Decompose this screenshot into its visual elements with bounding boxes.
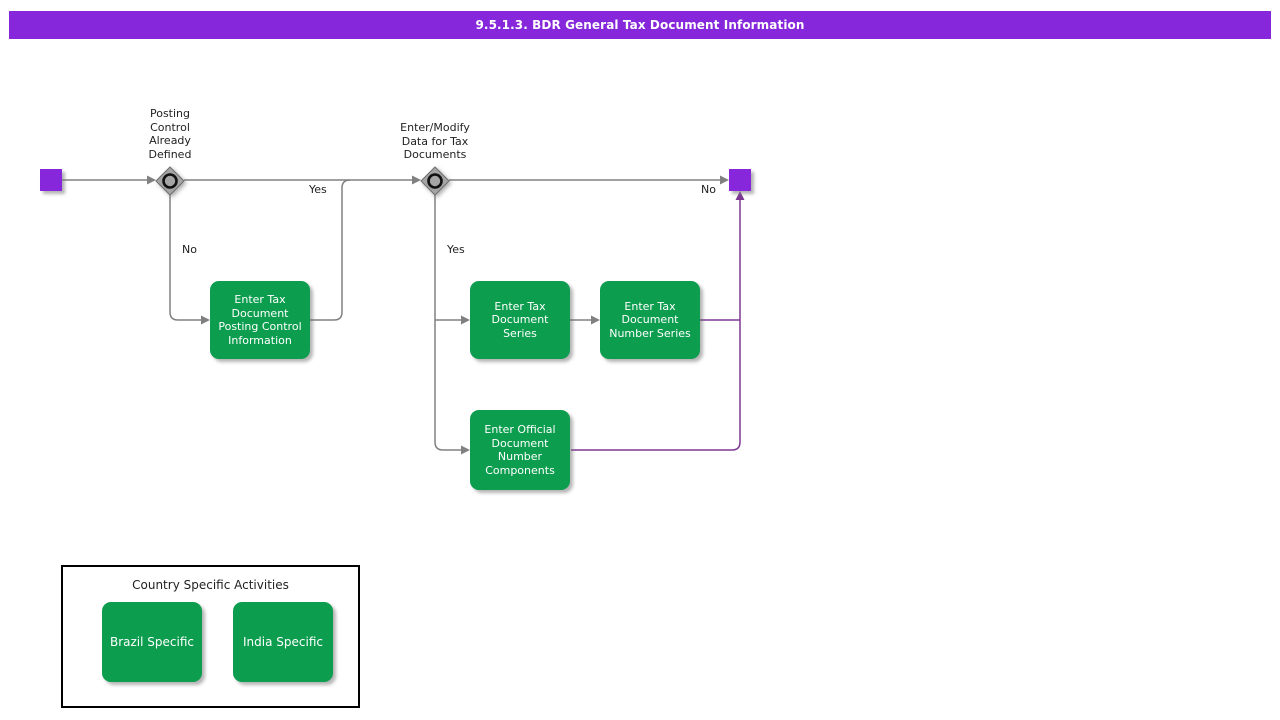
page-title: 9.5.1.3. BDR General Tax Document Inform… xyxy=(475,18,805,32)
decision1-label: Posting Control Already Defined xyxy=(148,107,192,161)
arrowhead-decision2 xyxy=(412,175,421,185)
arrowhead-end-up xyxy=(735,191,745,200)
activity-tax-doc-series[interactable]: Enter Tax Document Series xyxy=(470,281,570,359)
activity-posting-control[interactable]: Enter Tax Document Posting Control Infor… xyxy=(210,281,310,359)
edge-posting-control-merge xyxy=(310,179,351,321)
decision-gateway-enter-modify xyxy=(420,166,450,196)
arrowhead-posting-control xyxy=(201,315,210,325)
edge-no-to-posting-control xyxy=(169,195,201,321)
edge-official-doc-to-end xyxy=(571,200,741,451)
activity-india-specific[interactable]: India Specific xyxy=(233,602,333,682)
arrowhead-end-square xyxy=(720,175,729,185)
country-specific-panel: Country Specific Activities Brazil Speci… xyxy=(61,565,360,708)
start-node xyxy=(40,169,62,191)
decision2-yes-label: Yes xyxy=(447,243,465,256)
decision2-label: Enter/Modify Data for Tax Documents xyxy=(400,121,470,161)
country-panel-title: Country Specific Activities xyxy=(132,578,289,592)
activity-brazil-specific[interactable]: Brazil Specific xyxy=(102,602,202,682)
arrowhead-official-doc xyxy=(461,445,470,455)
arrowhead-number-series xyxy=(591,315,600,325)
end-node xyxy=(729,169,751,191)
decision1-no-label: No xyxy=(182,243,197,256)
arrowhead-decision1 xyxy=(147,175,156,185)
decision1-yes-label: Yes xyxy=(309,183,327,196)
activity-official-doc-components[interactable]: Enter Official Document Number Component… xyxy=(470,410,570,490)
edge-yes-decision2-down xyxy=(434,195,461,451)
decision2-no-label: No xyxy=(701,183,716,196)
decision-gateway-posting-control xyxy=(155,166,185,196)
title-bar: 9.5.1.3. BDR General Tax Document Inform… xyxy=(9,11,1271,39)
activity-tax-doc-number-series[interactable]: Enter Tax Document Number Series xyxy=(600,281,700,359)
arrowhead-series xyxy=(461,315,470,325)
